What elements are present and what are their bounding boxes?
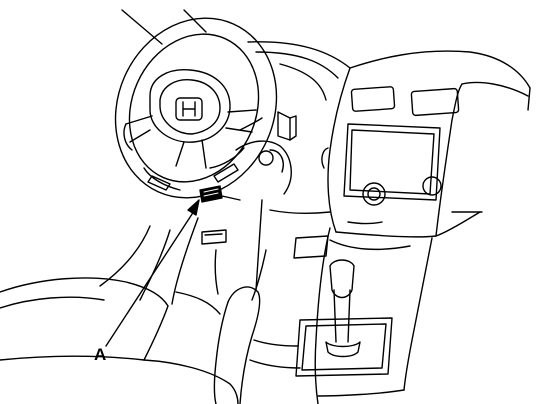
right-knob [422, 176, 442, 196]
steering-wheel [114, 17, 278, 199]
center-console [321, 67, 529, 238]
right-air-vent [410, 87, 460, 117]
callout-label-a: A [94, 345, 107, 364]
shifter-surround [295, 317, 393, 377]
center-tunnel [295, 227, 433, 404]
callout-leader-a [105, 199, 200, 347]
connector-a [199, 185, 241, 203]
h-logo-icon [175, 97, 203, 121]
audio-panel [343, 123, 441, 201]
steering-column [201, 111, 331, 301]
dashboard-top [247, 41, 531, 111]
driver-seat [0, 217, 239, 404]
armrest [175, 286, 301, 404]
windshield-lines [121, 9, 207, 45]
left-knob [362, 182, 386, 206]
airbag-hub [149, 69, 231, 143]
gear-lever [329, 259, 355, 299]
left-air-vent [350, 86, 396, 112]
